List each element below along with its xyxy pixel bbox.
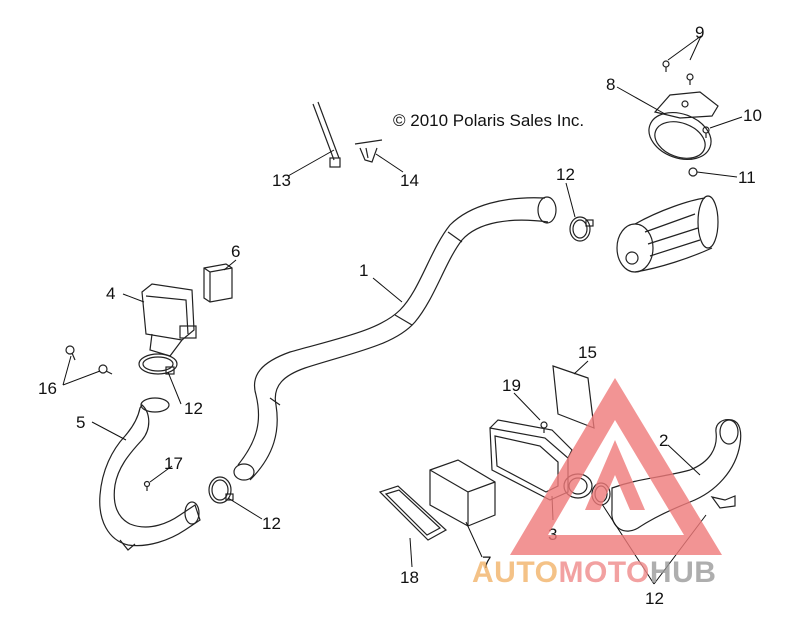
part-17-screw: [143, 480, 151, 491]
part-9-screws: [662, 60, 694, 85]
part-2-outlet-duct: [611, 419, 742, 532]
callout-12-right: 12: [645, 589, 664, 608]
part-5-inlet-duct: [99, 397, 201, 551]
callout-7: 7: [482, 553, 491, 572]
callout-19: 19: [502, 376, 521, 395]
part-19-screw: [540, 421, 548, 433]
callout-11: 11: [738, 168, 756, 187]
callout-6: 6: [231, 242, 240, 261]
watermark-text-auto: AUTO: [472, 556, 558, 589]
callout-10: 10: [743, 106, 762, 125]
callout-1: 1: [359, 261, 368, 280]
watermark-inner-mark: [585, 440, 645, 510]
callout-14: 14: [400, 171, 419, 190]
callout-5: 5: [76, 413, 85, 432]
part-1-intake-duct: [233, 196, 557, 481]
callout-4: 4: [106, 284, 115, 303]
callout-numbers: 1 2 3 4 5 6 7 8 9 10 11 12 12 12 12 13 1…: [38, 23, 762, 608]
callout-3: 3: [548, 525, 557, 544]
watermark-triangle: [510, 378, 722, 555]
watermark-text-hub: HUB: [650, 556, 717, 589]
part-10-screw: [702, 126, 710, 138]
part-12-clamp-top: [569, 216, 594, 242]
callout-9: 9: [695, 23, 704, 42]
air-filter-canister: [616, 195, 719, 273]
leader-lines: [62, 35, 743, 585]
part-18-filter-frame: [378, 485, 448, 541]
part-11-nut: [688, 167, 698, 177]
part-4-resonator-box: [141, 283, 197, 357]
watermark-logo: AUTOMOTOHUB: [472, 378, 722, 589]
callout-8: 8: [606, 75, 615, 94]
watermark-text: AUTOMOTOHUB: [472, 556, 716, 589]
callout-15: 15: [578, 343, 597, 362]
part-12-clamp-bottom: [208, 476, 234, 504]
callout-17: 17: [164, 454, 183, 473]
part-13-cable-tie: [312, 101, 341, 168]
part-8-bracket: [648, 91, 719, 160]
callout-12-left: 12: [184, 399, 203, 418]
callout-16: 16: [38, 379, 57, 398]
copyright-text: © 2010 Polaris Sales Inc.: [393, 111, 584, 130]
part-16-screws: [65, 345, 113, 375]
part-7-filter-element: [429, 459, 496, 527]
callout-13: 13: [272, 171, 291, 190]
part-15-foam-pad: [552, 365, 595, 429]
watermark-text-moto: MOTO: [558, 556, 649, 589]
callout-2: 2: [659, 431, 668, 450]
part-6-filter-block: [203, 263, 233, 303]
part-12-clamp-left: [138, 353, 178, 375]
callout-18: 18: [400, 568, 419, 587]
callout-12-top: 12: [556, 165, 575, 184]
part-14-push-clip: [354, 139, 383, 163]
callout-12-bottom: 12: [262, 514, 281, 533]
